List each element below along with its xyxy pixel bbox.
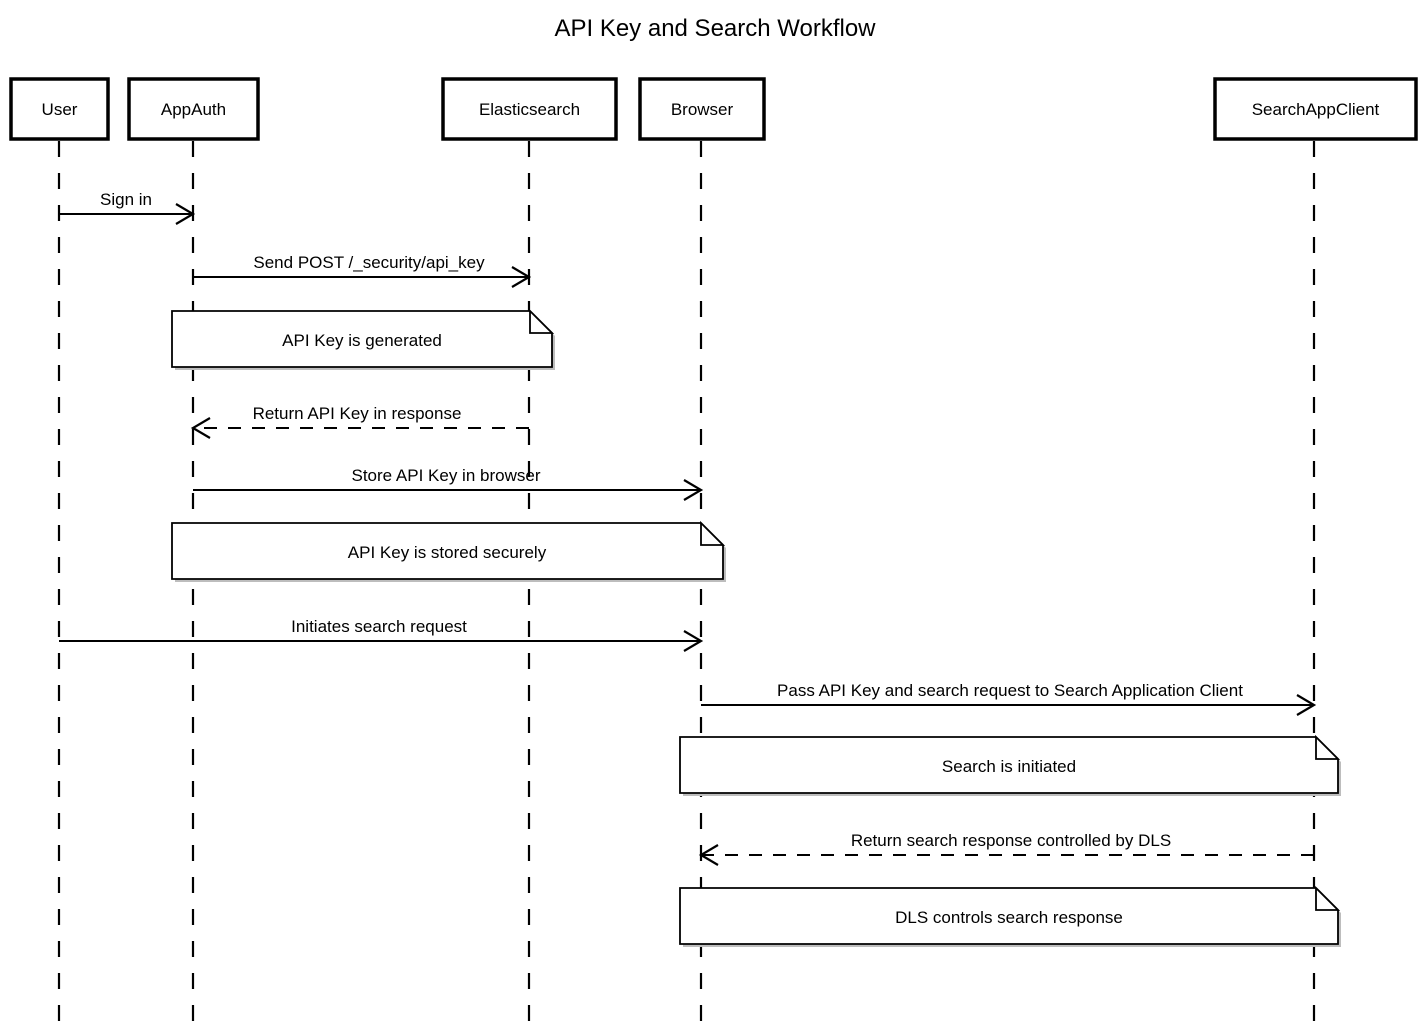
message-label-m1: Sign in <box>100 190 152 209</box>
messages-group: Sign in Send POST /_security/api_keyRetur… <box>59 190 1317 866</box>
message-m3: Return API Key in response <box>190 404 529 439</box>
note-body-n3 <box>679 736 1339 794</box>
message-label-m2: Send POST /_security/api_key <box>253 253 485 272</box>
message-label-m3: Return API Key in response <box>253 404 462 423</box>
note-label-n4: DLS controls search response <box>895 908 1123 927</box>
note-label-n2: API Key is stored securely <box>348 543 547 562</box>
participant-box-user[interactable] <box>9 77 110 141</box>
participant-label-searchappclient: SearchAppClient <box>1252 100 1380 119</box>
participant-box-appauth[interactable] <box>127 77 260 141</box>
message-m4: Store API Key in browser <box>193 466 704 501</box>
note-fold-corner-n2 <box>700 520 726 546</box>
participant-appauth[interactable]: AppAuth <box>127 77 260 141</box>
note-label-n1: API Key is generated <box>282 331 442 350</box>
note-n3: Search is initiated <box>679 734 1341 796</box>
message-m7: Return search response controlled by DLS <box>698 831 1314 866</box>
note-fold-corner-n3 <box>1315 734 1341 760</box>
arrowhead-m5 <box>683 630 704 652</box>
message-label-m7: Return search response controlled by DLS <box>851 831 1171 850</box>
note-body-n4 <box>679 887 1339 945</box>
note-label-n3: Search is initiated <box>942 757 1076 776</box>
note-n4: DLS controls search response <box>679 885 1341 947</box>
note-body-n1 <box>171 310 553 368</box>
arrowhead-m3 <box>190 417 211 439</box>
diagram-title-group: API Key and Search Workflow <box>554 15 876 42</box>
note-fold-corner-n1 <box>529 308 555 334</box>
message-label-m6: Pass API Key and search request to Searc… <box>777 681 1243 700</box>
arrowhead-m2 <box>511 266 532 288</box>
message-m6: Pass API Key and search request to Searc… <box>701 681 1317 716</box>
message-label-m4: Store API Key in browser <box>352 466 541 485</box>
participant-searchappclient[interactable]: SearchAppClient <box>1213 77 1418 141</box>
message-m2: Send POST /_security/api_key <box>193 253 532 288</box>
arrowhead-m6 <box>1296 694 1317 716</box>
participant-label-elasticsearch: Elasticsearch <box>479 100 580 119</box>
participant-browser[interactable]: Browser <box>638 77 766 141</box>
arrowhead-m7 <box>698 844 719 866</box>
note-fold-corner-n4 <box>1315 885 1341 911</box>
arrowhead-m4 <box>683 479 704 501</box>
page-title: API Key and Search Workflow <box>554 15 876 42</box>
participant-label-user: User <box>42 100 78 119</box>
participant-label-browser: Browser <box>671 100 734 119</box>
note-n1: API Key is generated <box>171 308 555 370</box>
participant-box-searchappclient[interactable] <box>1213 77 1418 141</box>
participant-elasticsearch[interactable]: Elasticsearch <box>441 77 618 141</box>
arrowhead-m1 <box>175 203 196 225</box>
participant-box-browser[interactable] <box>638 77 766 141</box>
participants-group: User AppAuth Elasticsearch Browser SearchApp… <box>9 77 1418 141</box>
note-n2: API Key is stored securely <box>171 520 726 582</box>
participant-user[interactable]: User <box>9 77 110 141</box>
message-m1: Sign in <box>59 190 196 225</box>
lifelines-group <box>57 141 1316 1027</box>
participant-box-elasticsearch[interactable] <box>441 77 618 141</box>
participant-label-appauth: AppAuth <box>161 100 226 119</box>
message-label-m5: Initiates search request <box>291 617 467 636</box>
note-body-n2 <box>171 522 724 580</box>
message-m5: Initiates search request <box>59 617 704 652</box>
